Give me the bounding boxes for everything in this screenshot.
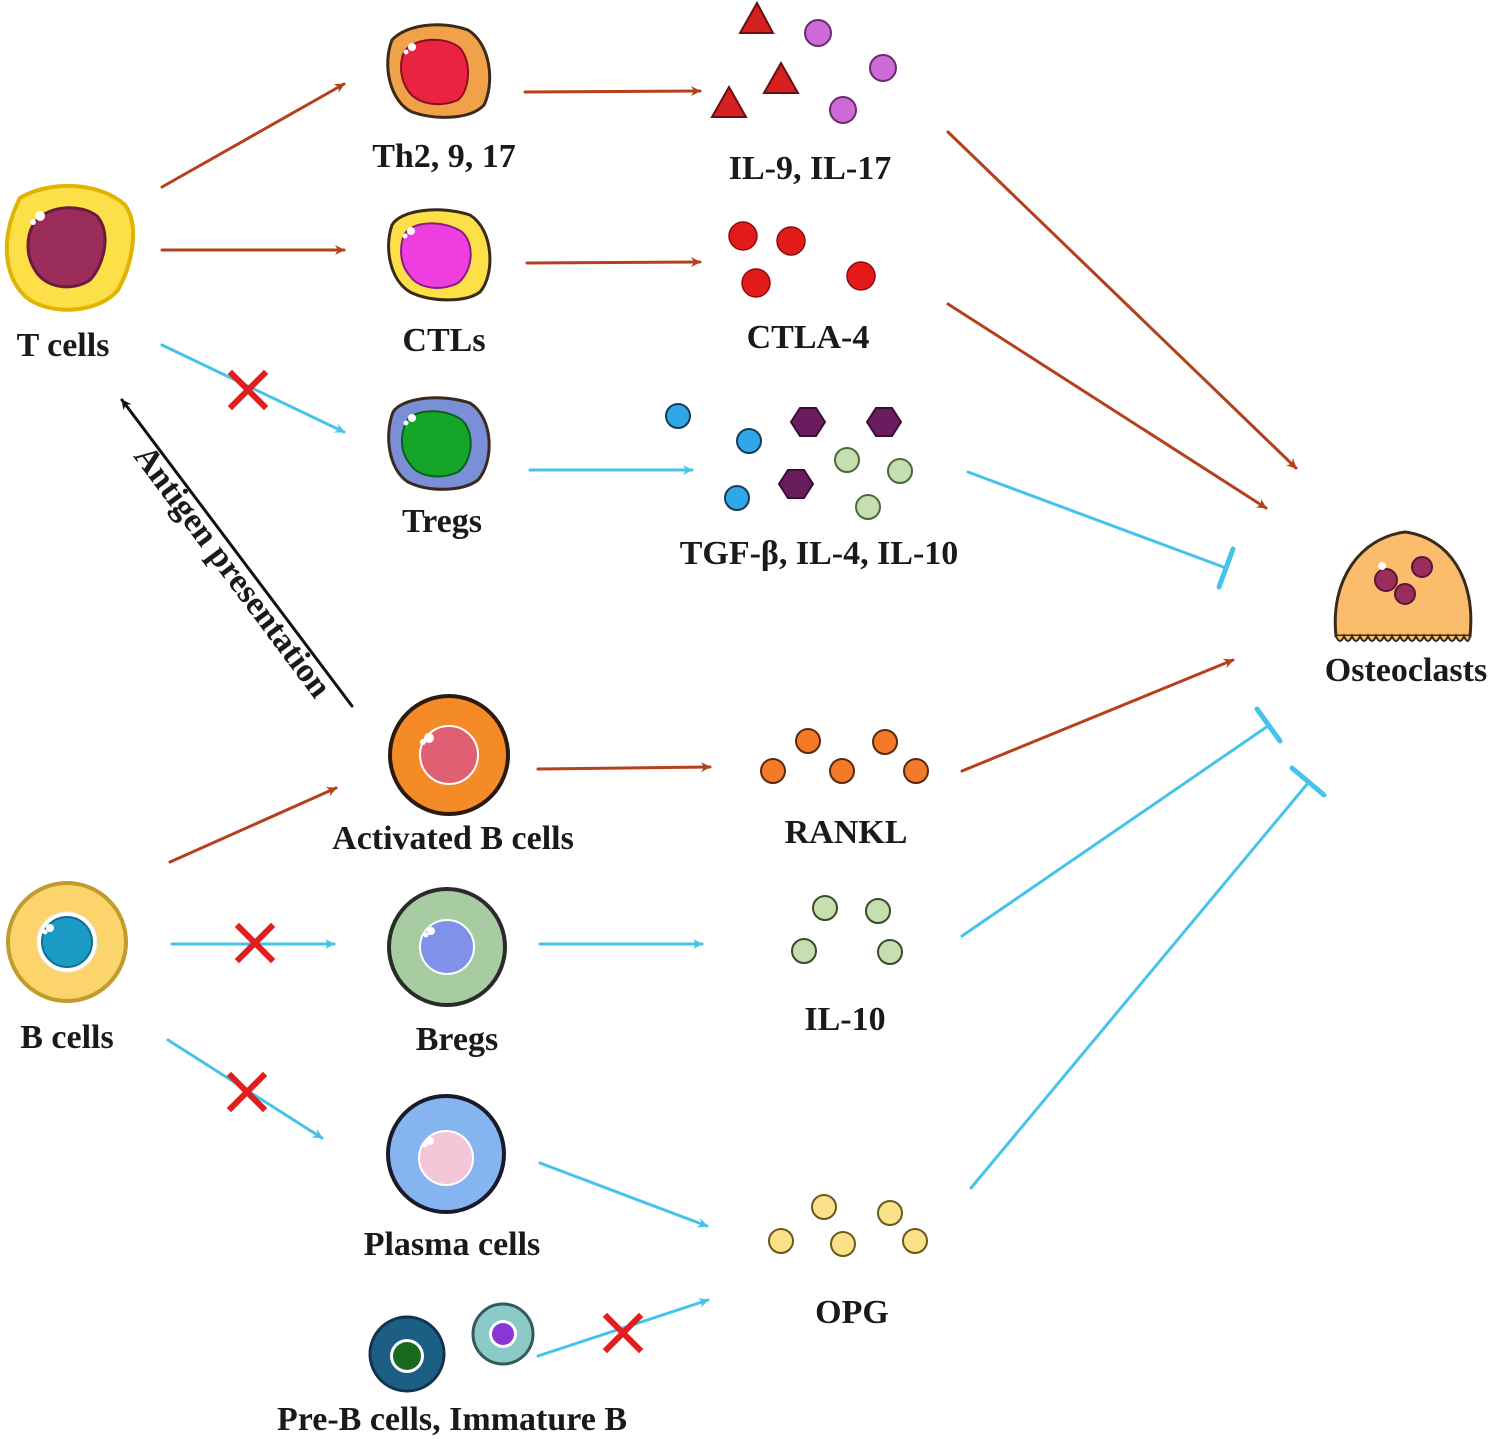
bregs-label: Bregs <box>416 1021 498 1058</box>
antigen-presentation-arrow <box>120 398 354 708</box>
pre-b-label: Pre-B cells, Immature B <box>277 1401 627 1438</box>
inhibit-tgf-bar <box>1216 546 1236 590</box>
activated-b-cells-label: Activated B cells <box>332 820 574 857</box>
inhibit-il10-to-osteoclasts <box>960 724 1270 938</box>
block-mark-plasma <box>226 1071 268 1113</box>
il10-label: IL-10 <box>804 1001 885 1038</box>
ctla4-label: CTLA-4 <box>747 319 870 356</box>
plasma-cell <box>386 1094 506 1214</box>
il10-particles <box>791 895 903 965</box>
arrow-preb-to-opg <box>536 1298 710 1358</box>
plasma-cells-label: Plasma cells <box>364 1226 541 1263</box>
t-cells-label: T cells <box>17 327 110 364</box>
block-mark-preb <box>602 1312 644 1354</box>
arrows <box>120 82 1327 1358</box>
arrow-bcells-to-activatedb <box>168 786 338 864</box>
arrow-tcells-to-th <box>160 82 346 189</box>
arrow-il9-to-osteoclasts <box>946 130 1298 470</box>
arrow-plasma-to-opg <box>538 1161 709 1228</box>
arrow-activatedb-to-rankl <box>536 762 712 773</box>
b-cells-label: B cells <box>20 1019 113 1056</box>
tregs-label: Tregs <box>402 503 482 540</box>
pre-b-cell <box>368 1315 446 1393</box>
activated-b-cell <box>388 694 510 816</box>
b-cell <box>6 881 128 1003</box>
osteoclast-cell <box>1333 530 1473 642</box>
inhibit-opg-to-osteoclasts <box>969 781 1310 1190</box>
t-cell <box>4 183 136 312</box>
arrow-ctls-to-ctla4 <box>525 257 702 268</box>
arrow-rankl-to-osteoclasts <box>960 658 1235 773</box>
opg-label: OPG <box>815 1294 889 1331</box>
th-cell <box>386 23 492 119</box>
th-label: Th2, 9, 17 <box>372 138 516 175</box>
ctls-label: CTLs <box>402 322 485 359</box>
il9-il17-label: IL-9, IL-17 <box>729 150 891 187</box>
tgf-particles <box>665 403 913 520</box>
osteoclasts-label: Osteoclasts <box>1325 652 1487 689</box>
inhibit-il10-bar <box>1254 706 1283 744</box>
breg-cell <box>387 887 507 1007</box>
rankl-label: RANKL <box>785 814 908 851</box>
inhibit-opg-bar <box>1289 765 1327 798</box>
ctl-cell <box>387 208 492 302</box>
ctla4-particles <box>728 221 876 298</box>
il9-il17-particles <box>710 0 897 124</box>
tgf-label: TGF-β, IL-4, IL-10 <box>680 535 959 572</box>
block-mark-tregs <box>227 369 269 411</box>
immature-b-cell <box>471 1302 535 1366</box>
block-mark-bregs <box>234 922 276 964</box>
antigen-presentation-label: Antigen presentation <box>126 439 338 705</box>
arrow-th-to-il9 <box>523 86 702 97</box>
rankl-particles <box>760 728 929 784</box>
treg-cell <box>387 396 491 491</box>
opg-particles <box>768 1194 928 1257</box>
block-marks <box>226 369 644 1354</box>
inhibit-tgf-to-osteoclasts <box>966 470 1228 570</box>
arrow-ctla4-to-osteoclasts <box>946 302 1268 510</box>
